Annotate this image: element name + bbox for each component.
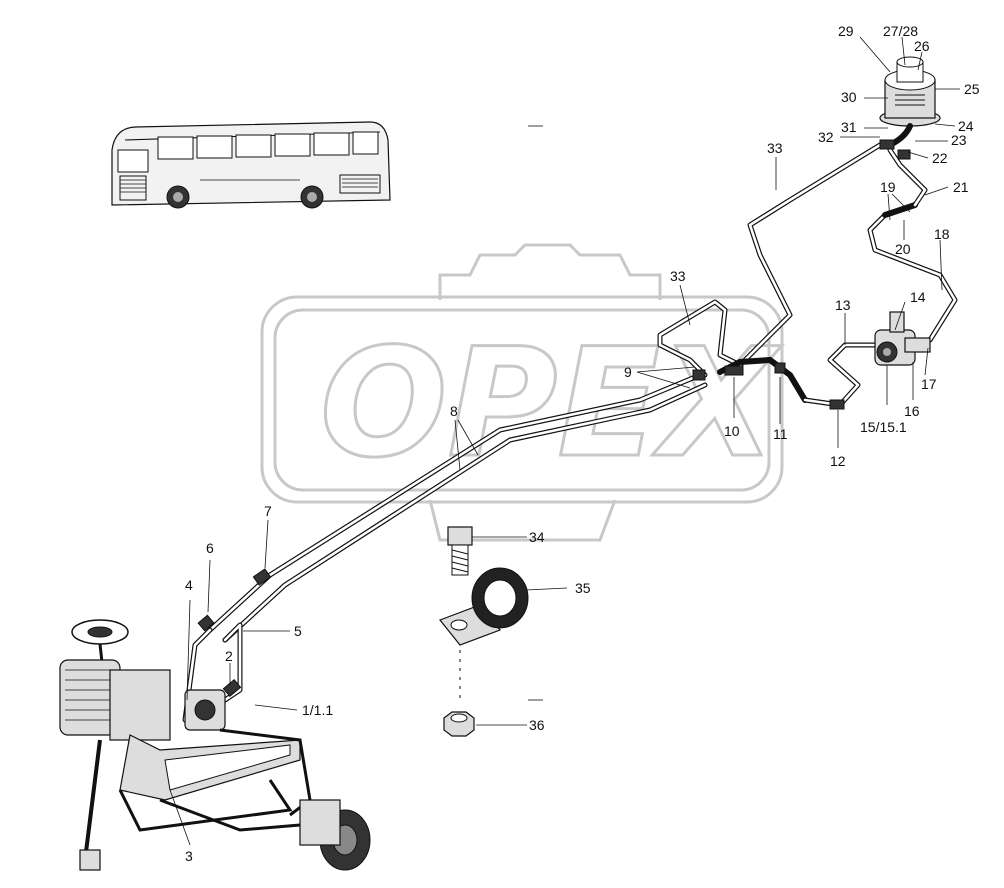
watermark-logo: OPEX (260, 243, 784, 542)
label-19: 19 (880, 179, 896, 195)
label-2: 2 (225, 648, 233, 664)
label-12: 12 (830, 453, 846, 469)
leader-lines (169, 36, 960, 846)
label-24: 24 (958, 118, 974, 134)
label-33-upper: 33 (767, 140, 783, 156)
label-22: 22 (932, 150, 948, 166)
label-26: 26 (914, 38, 930, 54)
front-axle-assembly (59, 619, 371, 871)
pipe-8-double (207, 372, 708, 643)
power-steering-pump (874, 311, 931, 366)
label-33-lower: 33 (670, 268, 686, 284)
pipe-33 (657, 142, 883, 378)
label-21: 21 (953, 179, 969, 195)
label-20: 20 (895, 241, 911, 257)
label-18: 18 (934, 226, 950, 242)
label-35: 35 (575, 580, 591, 596)
label-30: 30 (841, 89, 857, 105)
label-15: 15/15.1 (860, 419, 907, 435)
label-3: 3 (185, 848, 193, 864)
label-16: 16 (904, 403, 920, 419)
label-1: 1/1.1 (302, 702, 333, 718)
label-36: 36 (529, 717, 545, 733)
label-8: 8 (450, 403, 458, 419)
label-7: 7 (264, 503, 272, 519)
label-6: 6 (206, 540, 214, 556)
label-34: 34 (529, 529, 545, 545)
label-23: 23 (951, 132, 967, 148)
watermark-text: OPEX (320, 317, 782, 491)
label-10: 10 (724, 423, 740, 439)
label-9: 9 (624, 364, 632, 380)
label-11: 11 (773, 426, 788, 442)
part-labels: 1/1.1 2 3 4 5 6 7 8 9 10 11 12 13 14 15/… (185, 23, 980, 864)
label-14: 14 (910, 289, 926, 305)
clamp-assembly (439, 526, 529, 737)
label-31: 31 (841, 119, 857, 135)
label-4: 4 (185, 577, 193, 593)
label-17: 17 (921, 376, 937, 392)
fittings (197, 139, 911, 698)
label-29: 29 (838, 23, 854, 39)
pipe-18-21 (867, 147, 958, 343)
label-5: 5 (294, 623, 302, 639)
bus-illustration (111, 121, 391, 209)
label-25: 25 (964, 81, 980, 97)
label-13: 13 (835, 297, 851, 313)
label-32: 32 (818, 129, 834, 145)
label-27-28: 27/28 (883, 23, 918, 39)
